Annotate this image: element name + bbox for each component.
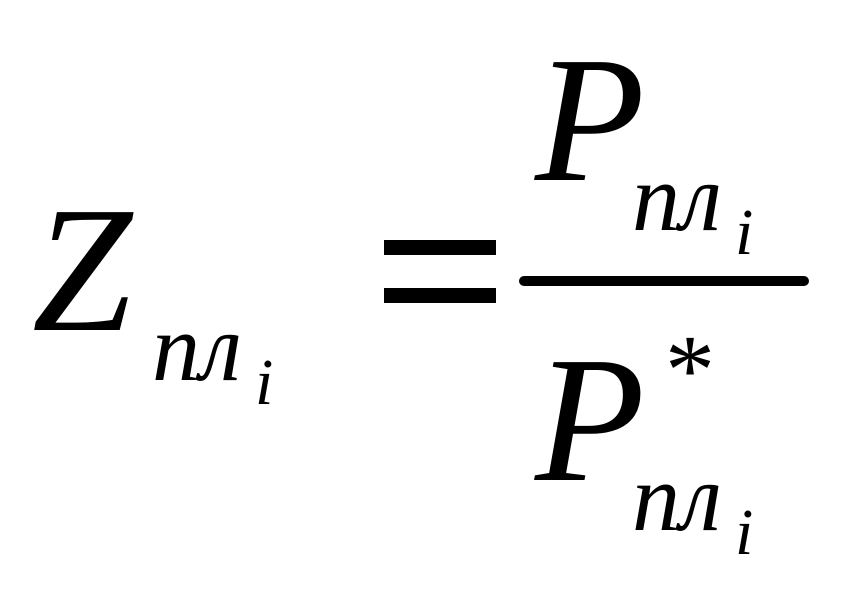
denominator-subscript: пл: [632, 444, 722, 551]
fraction-bar: [519, 276, 809, 286]
numerator-subscript: пл: [632, 144, 722, 251]
numerator-subscript-index: i: [735, 196, 754, 269]
lhs-symbol: Z: [32, 170, 133, 369]
equals-bar-bottom: [384, 288, 496, 303]
lhs-subscript-index: i: [255, 346, 274, 419]
denominator-superscript: *: [665, 314, 715, 425]
equals-bar-top: [384, 240, 496, 255]
denominator-subscript-index: i: [735, 496, 754, 569]
denominator-symbol: P: [535, 320, 645, 519]
lhs-subscript: пл: [152, 294, 242, 401]
numerator-symbol: P: [535, 20, 645, 219]
